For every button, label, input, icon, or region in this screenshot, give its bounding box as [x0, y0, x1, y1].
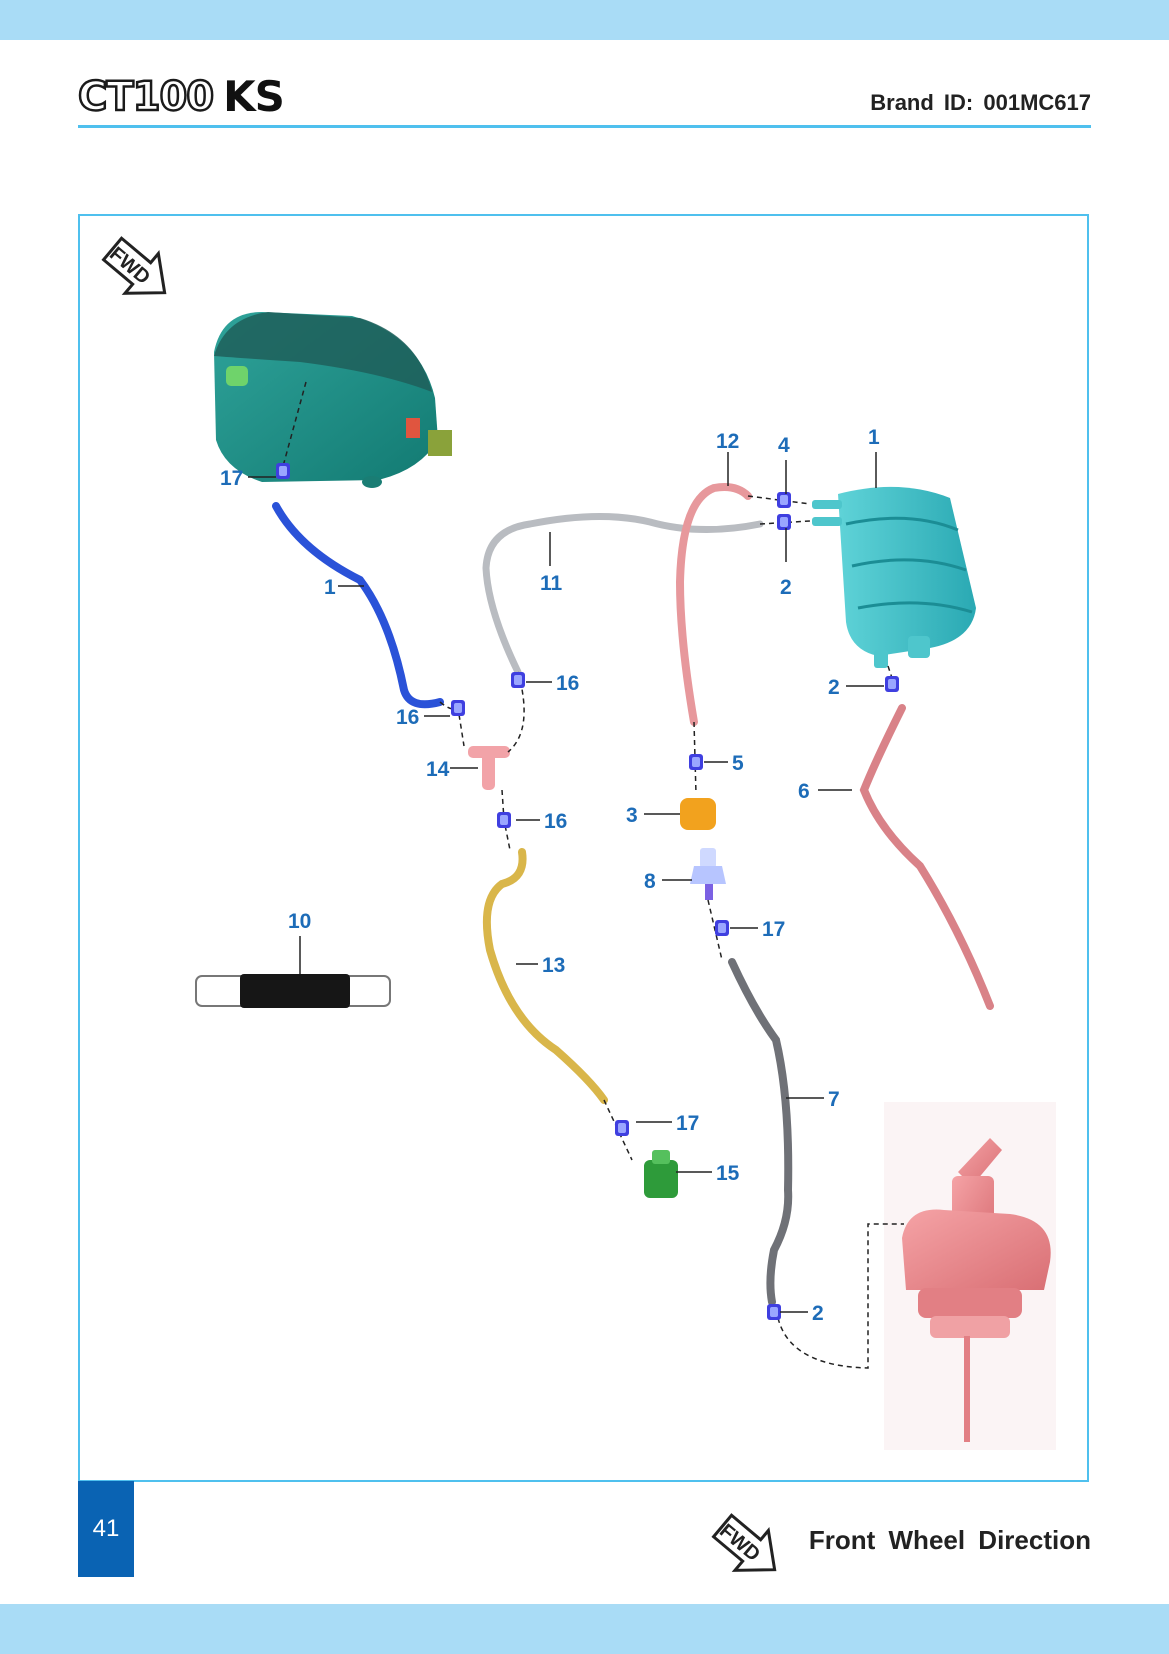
- charcoal-canister: [812, 486, 976, 668]
- callout-8: 8: [644, 870, 656, 893]
- callout-17: 17: [676, 1112, 699, 1135]
- callout-13: 13: [542, 954, 565, 977]
- callout-12: 12: [716, 430, 739, 453]
- callout-14: 14: [426, 758, 450, 781]
- callout-16: 16: [556, 672, 579, 695]
- fuel-tank: [214, 312, 452, 488]
- hose-11-grey: [482, 513, 764, 676]
- hose-12-pink: [675, 483, 752, 726]
- bottom-band: [0, 1604, 1169, 1654]
- top-band: [0, 0, 1169, 40]
- logo-model: CT100: [77, 73, 216, 122]
- callout-6: 6: [798, 780, 810, 803]
- carburetor: [884, 1102, 1056, 1450]
- part-callouts: 17 1 16 14 16 13 17 15 10 11 16 12 4 2 1…: [220, 426, 880, 1325]
- part-10-strap: [195, 974, 391, 1008]
- callout-15: 15: [716, 1162, 740, 1185]
- hose-13-yellow: [482, 848, 608, 1104]
- callout-2: 2: [780, 576, 792, 599]
- part-3-filter: [680, 798, 716, 830]
- hose-7-grey: [728, 958, 793, 1306]
- callout-1: 1: [324, 576, 336, 599]
- callout-17: 17: [762, 918, 785, 941]
- hose-6-pink: [859, 704, 994, 1010]
- part-8-valve: [690, 848, 726, 900]
- fwd-legend-arrow-icon: FWD: [711, 1513, 777, 1572]
- part-15-fitting: [644, 1150, 678, 1198]
- model-logo: CT100 KS: [77, 72, 285, 122]
- callout-4: 4: [778, 434, 790, 457]
- callout-10: 10: [288, 910, 311, 933]
- dashed-connectors: [281, 381, 904, 1369]
- callout-5: 5: [732, 752, 744, 775]
- legend-label: Front Wheel Direction: [808, 1525, 1091, 1555]
- page-number: 41: [78, 1481, 134, 1577]
- callout-17: 17: [220, 467, 243, 490]
- logo-variant: KS: [223, 72, 285, 121]
- fwd-arrow-icon: FWD: [101, 236, 167, 295]
- callout-7: 7: [828, 1088, 840, 1111]
- callout-3: 3: [626, 804, 638, 827]
- hose-1-blue: [272, 502, 444, 709]
- callout-16: 16: [544, 810, 567, 833]
- callout-2: 2: [812, 1302, 824, 1325]
- brand-id: Brand ID: 001MC617: [870, 90, 1091, 115]
- callout-1: 1: [868, 426, 880, 449]
- header-rule: [78, 125, 1091, 128]
- callout-16: 16: [396, 706, 419, 729]
- diagram-frame: [78, 214, 1089, 1482]
- callout-11: 11: [540, 572, 563, 595]
- t-joint-14: [468, 746, 510, 790]
- leader-lines: [248, 452, 884, 1313]
- callout-2: 2: [828, 676, 840, 699]
